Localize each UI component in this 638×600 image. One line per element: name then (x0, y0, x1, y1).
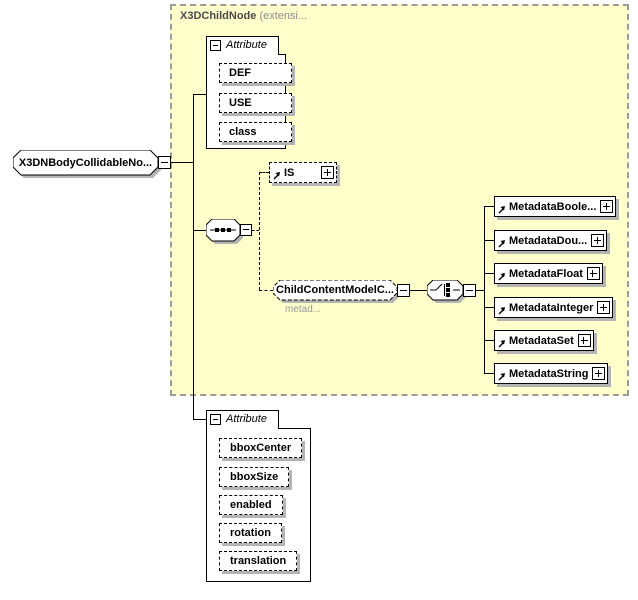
connector-to-bottom-attributes (193, 419, 206, 420)
metadata-element-label: MetadataFloat (509, 267, 583, 280)
attribute-def[interactable]: DEF (219, 63, 292, 83)
connector-to-metadata-0 (484, 206, 494, 207)
element-ref-arrow-icon (498, 240, 505, 248)
attribute-enabled[interactable]: enabled (219, 495, 283, 515)
extension-group-title: X3DChildNode (180, 10, 257, 22)
element-ref-arrow-icon (498, 373, 505, 381)
metadata-expand-icon[interactable] (586, 267, 600, 280)
extension-group-title-suffix: (extensi... (256, 10, 308, 22)
metadata-expand-icon[interactable] (600, 200, 614, 213)
extension-group-header: X3DChildNode (extensi... (180, 10, 307, 22)
is-expand-icon[interactable] (321, 166, 334, 179)
metadata-expand-icon[interactable] (591, 234, 605, 247)
connector-sequence-out (252, 230, 259, 231)
connector-to-top-attributes (193, 94, 206, 95)
connector-choice-out (476, 290, 484, 291)
bottom-attributes-collapse-icon[interactable] (210, 414, 221, 425)
child-content-shape (273, 280, 400, 303)
metadata-set-element[interactable]: MetadataSet (494, 330, 594, 351)
sequence-icon[interactable] (206, 219, 244, 245)
connector-to-metadata-2 (484, 273, 494, 274)
metadata-integer-element[interactable]: MetadataInteger (494, 297, 614, 318)
metadata-element-label: MetadataString (509, 367, 589, 380)
bottom-attributes-header: Attribute (226, 413, 267, 425)
top-attributes-collapse-icon[interactable] (210, 40, 221, 51)
connector-to-metadata-1 (484, 240, 494, 241)
metadata-element-label: MetadataBoole... (509, 200, 597, 213)
root-collapse-icon[interactable] (158, 156, 171, 169)
connector-metadata-vertical (484, 206, 485, 373)
attribute-bboxcenter[interactable]: bboxCenter (219, 438, 303, 458)
attribute-use[interactable]: USE (219, 93, 292, 113)
metadata-string-element[interactable]: MetadataString (494, 363, 609, 384)
connector-to-child-content (259, 290, 273, 291)
metadata-element-label: MetadataInteger (509, 301, 594, 314)
metadata-float-element[interactable]: MetadataFloat (494, 263, 603, 284)
connector-root-to-tree (171, 162, 193, 163)
connector-to-metadata-5 (484, 373, 494, 374)
connector-main-vertical (193, 94, 194, 420)
element-ref-arrow-icon (273, 172, 280, 180)
root-element[interactable]: X3DNBodyCollidableNo... (18, 156, 153, 169)
metadata-element-label: MetadataSet (509, 334, 574, 347)
metadata-expand-icon[interactable] (577, 334, 591, 347)
choice-icon[interactable] (427, 280, 467, 304)
child-content-element[interactable]: ChildContentModelC... (276, 284, 394, 296)
element-ref-arrow-icon (498, 307, 505, 315)
top-attributes-header: Attribute (226, 39, 267, 51)
is-element-label: IS (284, 166, 295, 179)
metadata-double-element[interactable]: MetadataDou... (494, 230, 608, 251)
metadata-boolean-element[interactable]: MetadataBoole... (494, 196, 617, 217)
attribute-bboxsize[interactable]: bboxSize (219, 467, 290, 487)
metadata-element-label: MetadataDou... (509, 234, 588, 247)
attribute-class[interactable]: class (219, 122, 292, 142)
connector-child-content-to-choice (410, 290, 427, 291)
metadata-expand-icon[interactable] (597, 301, 611, 314)
element-ref-arrow-icon (498, 273, 505, 281)
attribute-rotation[interactable]: rotation (219, 523, 282, 543)
attribute-translation[interactable]: translation (219, 551, 298, 571)
connector-to-metadata-3 (484, 307, 494, 308)
choice-collapse-icon[interactable] (463, 284, 476, 297)
element-ref-arrow-icon (498, 206, 505, 214)
connector-sequence-vertical (259, 172, 260, 290)
element-ref-arrow-icon (498, 340, 505, 348)
connector-to-metadata-4 (484, 340, 494, 341)
sequence-collapse-icon[interactable] (240, 224, 252, 236)
connector-to-sequence (193, 230, 206, 231)
connector-to-is (259, 172, 269, 173)
metadata-expand-icon[interactable] (592, 367, 606, 380)
child-content-collapse-icon[interactable] (397, 284, 410, 297)
is-element[interactable]: IS (269, 162, 337, 183)
root-element-shape (13, 150, 161, 178)
child-content-annotation: metad... (285, 304, 322, 315)
